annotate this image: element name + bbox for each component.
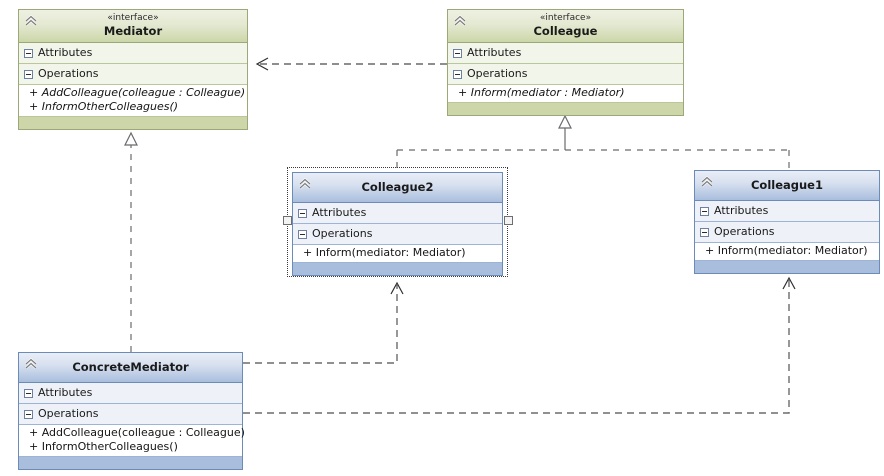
colleague2-operations-list: + Inform(mediator: Mediator) — [293, 245, 502, 262]
edge-concretemediator-to-colleague1-dependency — [243, 276, 796, 414]
concretemediator-attributes-label: Attributes — [38, 386, 93, 399]
operation-item[interactable]: + AddColleague(colleague : Colleague) — [29, 426, 245, 439]
mediator-attributes-section[interactable]: Attributes — [19, 43, 247, 64]
collapse-minus-icon[interactable] — [24, 388, 33, 398]
colleague-header: «interface» Colleague — [448, 10, 683, 43]
colleague1-attributes-section[interactable]: Attributes — [695, 201, 879, 222]
colleague-operations-label: Operations — [467, 67, 528, 80]
concretemediator-class-name: ConcreteMediator — [72, 360, 189, 374]
colleague-attributes-section[interactable]: Attributes — [448, 43, 683, 64]
uml-class-colleague1[interactable]: Colleague1 Attributes Operations + Infor… — [694, 170, 880, 274]
class-chevron-icon — [700, 175, 714, 189]
edge-colleagues-to-colleague-realization — [396, 114, 790, 174]
operation-item[interactable]: + Inform(mediator: Mediator) — [705, 244, 868, 257]
colleague2-operations-label: Operations — [312, 227, 373, 240]
collapse-minus-icon[interactable] — [24, 69, 33, 79]
resize-handle-right[interactable] — [504, 216, 513, 225]
operation-item[interactable]: + Inform(mediator: Mediator) — [303, 246, 466, 259]
class-chevron-icon — [453, 14, 467, 28]
class-chevron-icon — [24, 14, 38, 28]
mediator-operations-label: Operations — [38, 67, 99, 80]
colleague1-header: Colleague1 — [695, 171, 879, 201]
operation-item[interactable]: + Inform(mediator : Mediator) — [458, 86, 625, 99]
colleague-operations-section[interactable]: Operations — [448, 64, 683, 85]
collapse-minus-icon[interactable] — [298, 208, 307, 218]
colleague-class-name: Colleague — [533, 24, 598, 38]
mediator-operations-section[interactable]: Operations — [19, 64, 247, 85]
mediator-header: «interface» Mediator — [19, 10, 247, 43]
collapse-minus-icon[interactable] — [700, 206, 709, 216]
colleague-operations-list: + Inform(mediator : Mediator) — [448, 85, 683, 102]
concretemediator-operations-label: Operations — [38, 407, 99, 420]
colleague1-operations-list: + Inform(mediator: Mediator) — [695, 243, 879, 260]
class-chevron-icon — [24, 357, 38, 371]
collapse-minus-icon[interactable] — [24, 409, 33, 419]
uml-class-colleague[interactable]: «interface» Colleague Attributes Operati… — [447, 9, 684, 116]
colleague2-attributes-label: Attributes — [312, 206, 367, 219]
operation-item[interactable]: + InformOtherColleagues() — [29, 440, 178, 453]
operation-item[interactable]: + AddColleague(colleague : Colleague) — [29, 86, 246, 99]
mediator-footer — [19, 116, 247, 129]
edge-concretemediator-to-mediator-realization — [124, 131, 138, 352]
uml-class-mediator[interactable]: «interface» Mediator Attributes Operatio… — [18, 9, 248, 130]
class-chevron-icon — [298, 177, 312, 191]
concretemediator-operations-section[interactable]: Operations — [19, 404, 242, 425]
colleague2-operations-section[interactable]: Operations — [293, 224, 502, 245]
colleague-footer — [448, 102, 683, 115]
concretemediator-attributes-section[interactable]: Attributes — [19, 383, 242, 404]
colleague-stereotype: «interface» — [539, 13, 592, 23]
colleague1-operations-label: Operations — [714, 225, 775, 238]
concretemediator-operations-list: + AddColleague(colleague : Colleague) + … — [19, 425, 245, 456]
colleague1-operations-section[interactable]: Operations — [695, 222, 879, 243]
operation-item[interactable]: + InformOtherColleagues() — [29, 100, 179, 113]
uml-class-colleague2[interactable]: Colleague2 Attributes Operations + Infor… — [292, 172, 503, 276]
colleague2-footer — [293, 262, 502, 275]
colleague1-footer — [695, 260, 879, 273]
uml-class-concretemediator[interactable]: ConcreteMediator Attributes Operations +… — [18, 352, 245, 470]
collapse-minus-icon[interactable] — [298, 229, 307, 239]
colleague2-header: Colleague2 — [293, 173, 502, 203]
collapse-minus-icon[interactable] — [453, 69, 462, 79]
colleague1-attributes-label: Attributes — [714, 204, 769, 217]
colleague1-class-name: Colleague1 — [750, 178, 823, 192]
colleague2-class-name: Colleague2 — [361, 180, 434, 194]
mediator-class-name: Mediator — [103, 24, 163, 38]
colleague2-attributes-section[interactable]: Attributes — [293, 203, 502, 224]
collapse-minus-icon[interactable] — [700, 227, 709, 237]
concretemediator-header: ConcreteMediator — [19, 353, 242, 383]
mediator-stereotype: «interface» — [107, 13, 159, 23]
mediator-attributes-label: Attributes — [38, 46, 93, 59]
edge-colleague-to-mediator-dependency — [255, 57, 447, 71]
collapse-minus-icon[interactable] — [24, 48, 33, 58]
mediator-operations-list: + AddColleague(colleague : Colleague) + … — [19, 85, 247, 116]
colleague-attributes-label: Attributes — [467, 46, 522, 59]
edge-concretemediator-to-colleague2-dependency — [243, 281, 404, 364]
collapse-minus-icon[interactable] — [453, 48, 462, 58]
concretemediator-footer — [19, 456, 242, 469]
resize-handle-left[interactable] — [283, 216, 292, 225]
